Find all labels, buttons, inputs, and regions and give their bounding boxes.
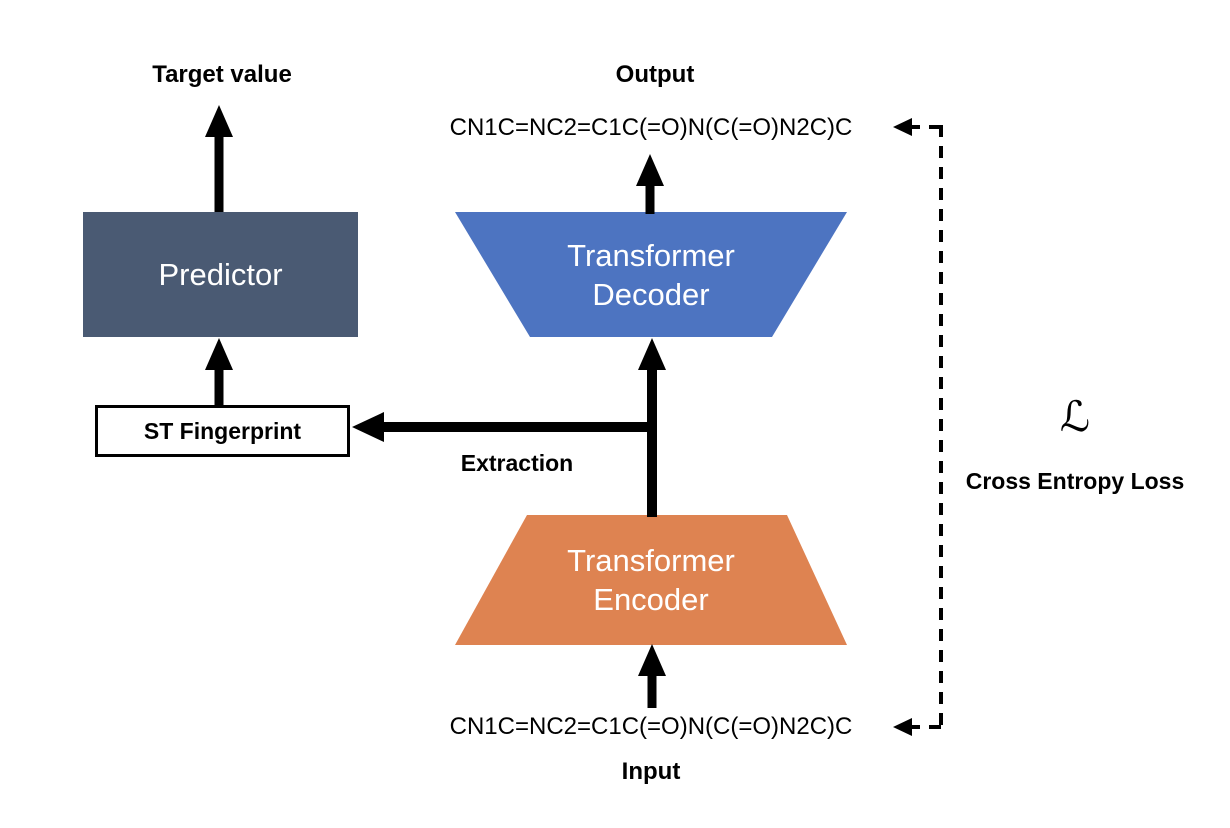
transformer-encoder-shape — [455, 515, 847, 645]
cross-entropy-loss-label: Cross Entropy Loss — [965, 468, 1185, 494]
decoder-label-line2: Decoder — [592, 276, 710, 312]
input-to-encoder-arrow — [638, 644, 666, 708]
loss-to-output-arrowhead — [893, 118, 912, 136]
loss-symbol: ℒ — [1059, 392, 1091, 441]
loss-to-input-arrowhead — [893, 718, 912, 736]
decoder-to-output-arrow — [636, 154, 664, 214]
transformer-encoder-label: Transformer Encoder — [455, 515, 847, 645]
output-label: Output — [615, 61, 695, 88]
target-value-label: Target value — [152, 61, 292, 88]
decoder-label-line1: Transformer — [567, 237, 735, 273]
input-label: Input — [621, 758, 681, 785]
encoder-label-line2: Encoder — [593, 582, 709, 617]
predictor-label: Predictor — [158, 256, 283, 292]
output-smiles-text: CN1C=NC2=C1C(=O)N(C(=O)N2C)C — [449, 114, 853, 141]
encoder-label-line1: Transformer — [567, 543, 735, 578]
fingerprint-to-predictor-arrow — [205, 338, 233, 406]
extraction-label: Extraction — [460, 450, 574, 476]
transformer-decoder-shape — [455, 212, 847, 337]
predictor-to-target-arrow — [205, 105, 233, 214]
encoder-to-decoder-arrow — [638, 338, 666, 517]
extraction-arrow — [352, 412, 657, 442]
transformer-decoder-label: Transformer Decoder — [455, 212, 847, 337]
st-fingerprint-box: ST Fingerprint — [95, 405, 350, 457]
predictor-box: Predictor — [83, 212, 358, 337]
input-smiles-text: CN1C=NC2=C1C(=O)N(C(=O)N2C)C — [449, 713, 853, 740]
cross-entropy-loss-connector — [910, 125, 943, 729]
st-fingerprint-label: ST Fingerprint — [143, 417, 302, 444]
